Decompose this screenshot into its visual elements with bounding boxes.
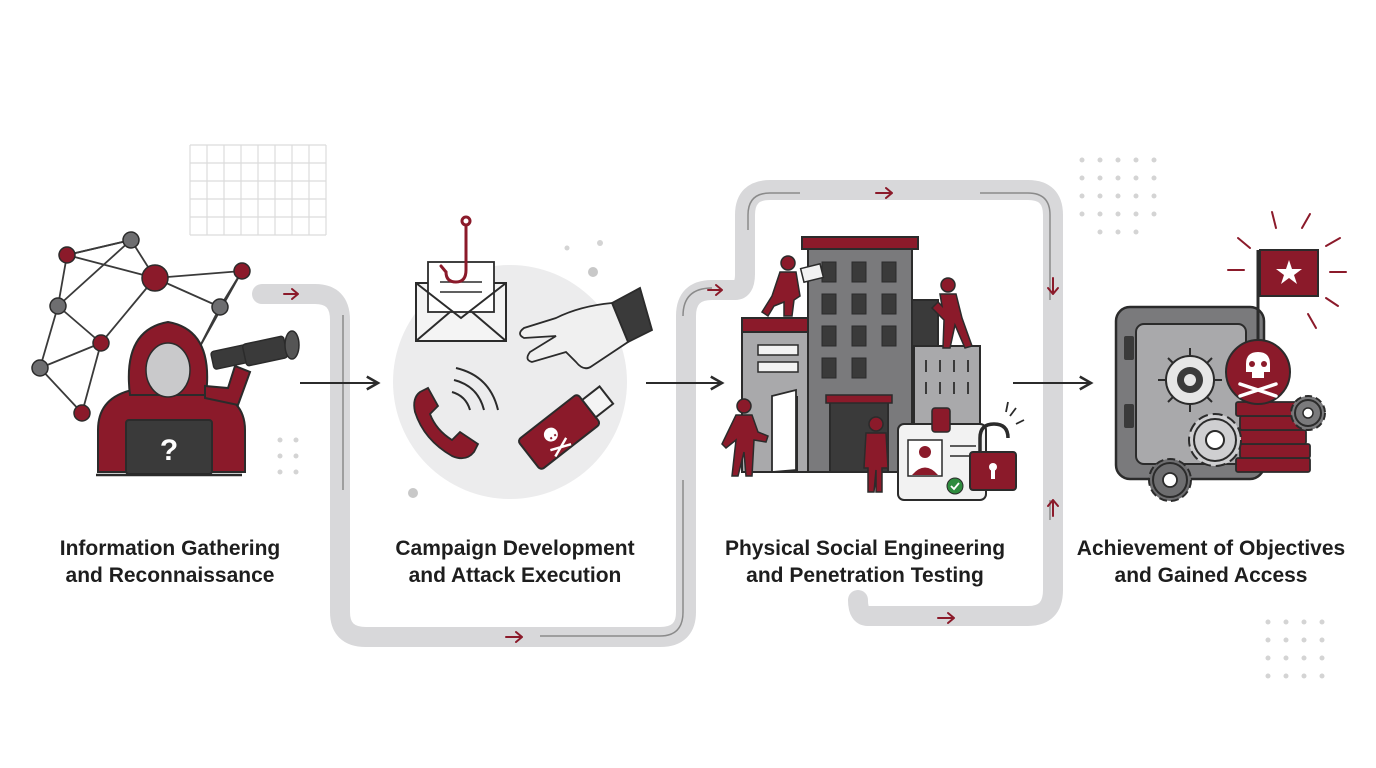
usb-drive-icon (518, 385, 615, 470)
flow-track-guide (342, 192, 1051, 637)
stage-2-label-line-2: and Attack Execution (408, 564, 622, 587)
skull-badge-icon (1225, 339, 1291, 405)
burst-lines (1227, 211, 1347, 329)
hand-icon (519, 286, 654, 370)
fishing-hook-icon (439, 215, 472, 284)
vault-and-flag-icon (1114, 211, 1347, 502)
stage-4-label-line-1: Achievement of Objectives (1076, 537, 1346, 560)
unlocked-padlock-icon (969, 401, 1025, 491)
gear-icon-small-left (1148, 458, 1192, 502)
decorative-grid (189, 144, 327, 236)
id-badge-icon (897, 407, 987, 501)
stage-2-label-line-1: Campaign Development (395, 537, 635, 560)
stage-4-label-line-2: and Gained Access (1114, 564, 1308, 587)
stage-3-label: Physical Social Engineering and Penetrat… (715, 535, 1015, 589)
stage-1-label: Information Gathering and Reconnaissance (20, 535, 320, 589)
open-door (771, 388, 798, 473)
decorative-dots (277, 157, 1325, 679)
walking-person-icon (721, 398, 769, 477)
phishing-and-usb-attack-icon (393, 215, 654, 499)
gear-icon-small-right (1290, 395, 1326, 431)
laptop-icon: ? (96, 419, 242, 477)
stage-3-label-line-2: and Penetration Testing (746, 564, 984, 587)
stage-3-label-line-1: Physical Social Engineering (724, 537, 1006, 560)
hacker-face (145, 342, 191, 398)
flag-icon (1256, 249, 1319, 360)
building-infiltration-icon (721, 236, 1025, 501)
network-nodes (31, 231, 251, 422)
flow-arrow-markers (283, 187, 1059, 643)
tower-building (801, 236, 919, 473)
telescope-icon (210, 330, 300, 370)
stage-2-label: Campaign Development and Attack Executio… (365, 535, 665, 589)
phone-icon (413, 367, 499, 460)
climbing-person-icon (930, 277, 973, 349)
rooftop-person-icon (760, 255, 825, 318)
hacker-with-telescope-icon: ? (31, 231, 300, 477)
standing-person-icon (863, 416, 889, 493)
flow-track (252, 180, 1063, 647)
raised-arm (204, 364, 252, 407)
laptop-question-mark: ? (160, 434, 178, 467)
stage-1-label-line-1: Information Gathering (59, 537, 281, 560)
gear-icon-large (1188, 413, 1242, 467)
phishing-email-icon (415, 261, 507, 342)
stage-4-label: Achievement of Objectives and Gained Acc… (1061, 535, 1361, 589)
stage-1-label-line-2: and Reconnaissance (65, 564, 275, 587)
